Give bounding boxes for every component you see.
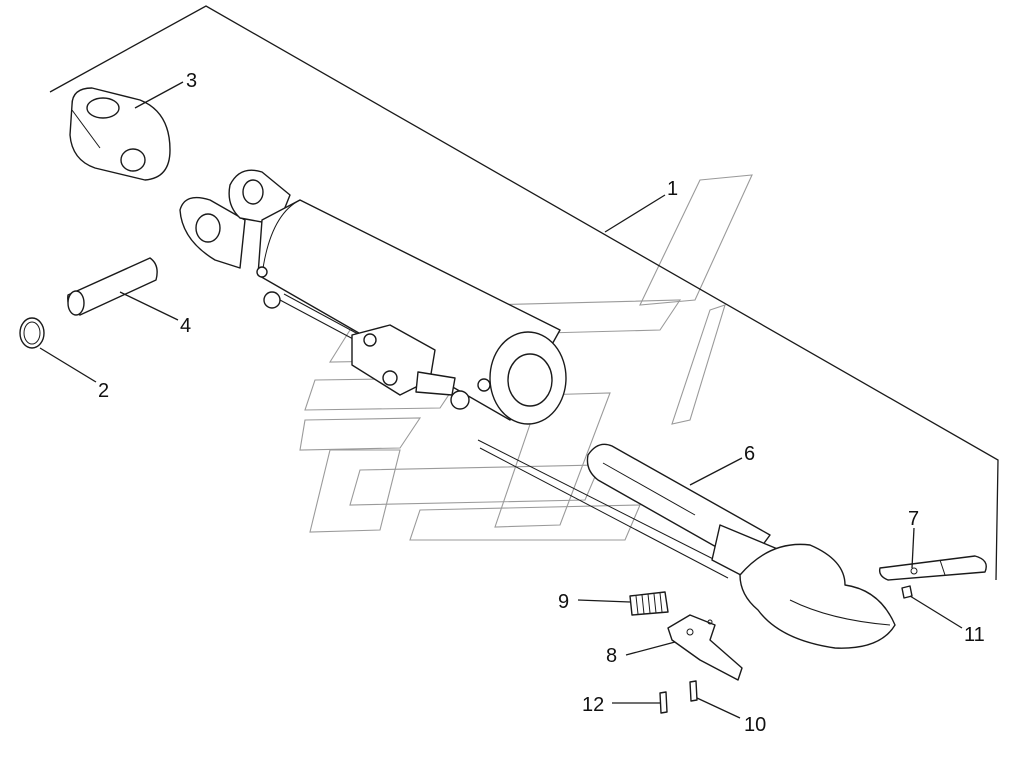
part-2-circlip	[19, 317, 45, 349]
callout-7: 7	[908, 508, 919, 530]
part-8-latch-plate	[667, 614, 743, 681]
callout-11: 11	[964, 624, 985, 646]
callout-9: 9	[558, 591, 569, 613]
part-4-pin	[67, 257, 158, 316]
callout-2: 2	[98, 380, 109, 402]
callout-1: 1	[667, 178, 678, 200]
assembly-bracket-line	[49, 5, 999, 581]
part-12-pin	[659, 691, 668, 714]
callout-6: 6	[744, 443, 755, 465]
leader-lines	[39, 81, 963, 719]
part-6-rod-with-hook	[477, 439, 896, 649]
callout-10: 10	[744, 714, 766, 736]
callout-4: 4	[180, 315, 191, 337]
callout-12: 12	[582, 694, 604, 716]
part-10-pin	[689, 680, 698, 702]
callout-3: 3	[186, 70, 197, 92]
callout-8: 8	[606, 645, 617, 667]
watermark-logo-icon	[299, 174, 753, 541]
part-3-clevis-yoke	[69, 87, 171, 181]
part-11-roll-pin	[901, 585, 913, 599]
part-1-hydraulic-cylinder	[179, 169, 567, 425]
part-9-spring	[629, 591, 669, 616]
part-7-latch-pin	[878, 555, 987, 581]
